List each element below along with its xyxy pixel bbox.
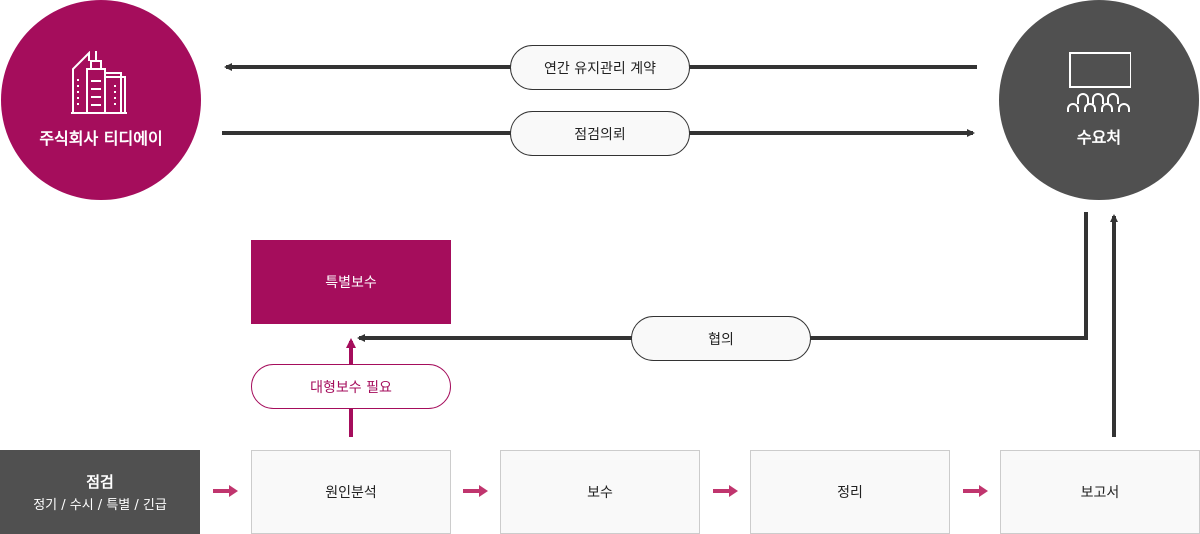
inspection-request-pill: 점검의뢰 xyxy=(510,111,690,156)
inspection-types: 정기 / 수시 / 특별 / 긴급 xyxy=(33,498,167,513)
major-repair-pill: 대형보수 필요 xyxy=(251,364,451,409)
cause-analysis-box: 원인분석 xyxy=(251,450,451,534)
cleanup-box: 정리 xyxy=(750,450,950,534)
client-node: 수요처 xyxy=(999,0,1199,200)
step-arrow xyxy=(713,485,738,497)
step-arrow xyxy=(963,485,988,497)
consultation-pill: 협의 xyxy=(631,316,811,361)
company-label: 주식회사 티디에이 xyxy=(39,129,163,148)
audience-screen-icon xyxy=(1067,52,1131,112)
consultation-arrow xyxy=(357,212,1088,342)
step-arrow xyxy=(463,485,488,497)
step-arrows xyxy=(213,485,988,497)
company-node: 주식회사 티디에이 xyxy=(1,0,201,200)
client-label: 수요처 xyxy=(1076,128,1122,147)
special-repair-box: 특별보수 xyxy=(251,240,451,324)
inspection-box: 점검 정기 / 수시 / 특별 / 긴급 xyxy=(0,450,200,534)
inspection-title: 점검 xyxy=(86,473,114,491)
annual-contract-pill: 연간 유지관리 계약 xyxy=(510,45,690,90)
repair-box: 보수 xyxy=(500,450,700,534)
report-box: 보고서 xyxy=(1000,450,1200,534)
step-arrow xyxy=(213,485,238,497)
buildings-icon xyxy=(71,51,127,114)
